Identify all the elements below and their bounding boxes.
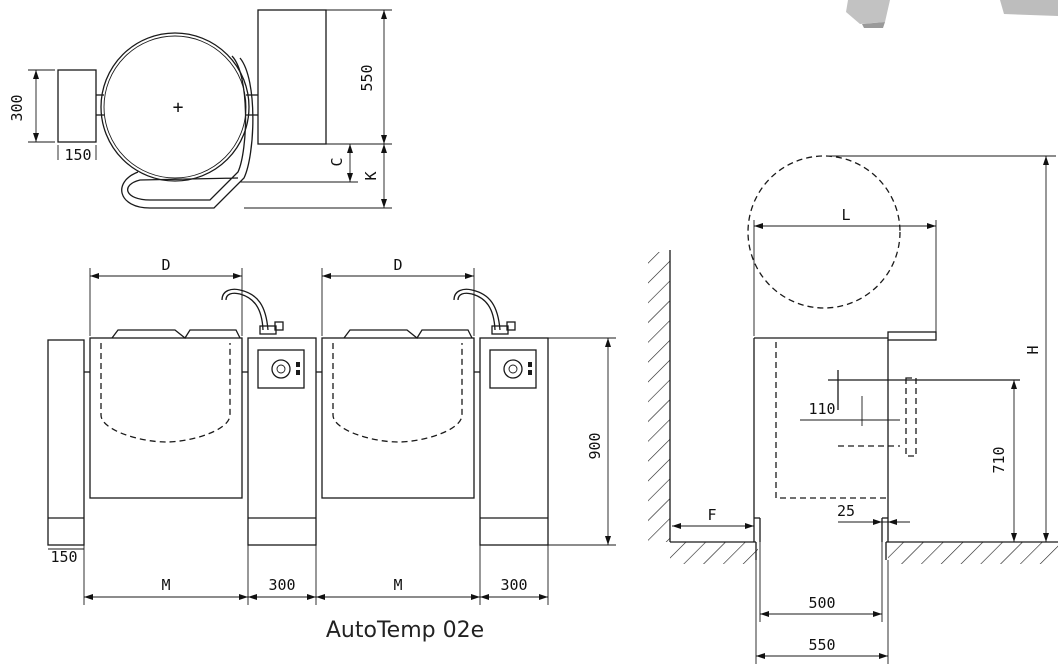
dim-side-box-height: 300: [8, 94, 26, 121]
dim-550: 550: [808, 636, 835, 654]
dim-side-width: 150: [50, 548, 77, 566]
top-view: 300 150 + 550 C K: [8, 9, 392, 209]
dim-300-left: 300: [268, 576, 295, 594]
dim-c: C: [328, 157, 346, 166]
dim-d-left: D: [161, 256, 170, 274]
dim-h: H: [1024, 345, 1042, 354]
dim-25: 25: [837, 502, 855, 520]
product-photo: [846, 0, 1058, 28]
dim-110: 110: [808, 400, 835, 418]
dim-side-box-width: 150: [64, 146, 91, 164]
dim-m-left: M: [161, 576, 170, 594]
dim-300-right: 300: [500, 576, 527, 594]
front-view: D D 900 150 M 300 M 300: [47, 256, 616, 605]
dim-k: K: [362, 171, 380, 180]
center-mark: +: [173, 97, 184, 118]
dim-500: 500: [808, 594, 835, 612]
dim-710: 710: [990, 446, 1008, 473]
dim-module-depth: 550: [358, 64, 376, 91]
dim-d-right: D: [393, 256, 402, 274]
dim-height: 900: [586, 432, 604, 459]
dim-m-right: M: [393, 576, 402, 594]
caption: AutoTemp 02e: [326, 618, 484, 643]
side-view: L 110 710 H: [648, 155, 1058, 664]
dim-l: L: [841, 206, 850, 224]
dim-f: F: [707, 506, 716, 524]
